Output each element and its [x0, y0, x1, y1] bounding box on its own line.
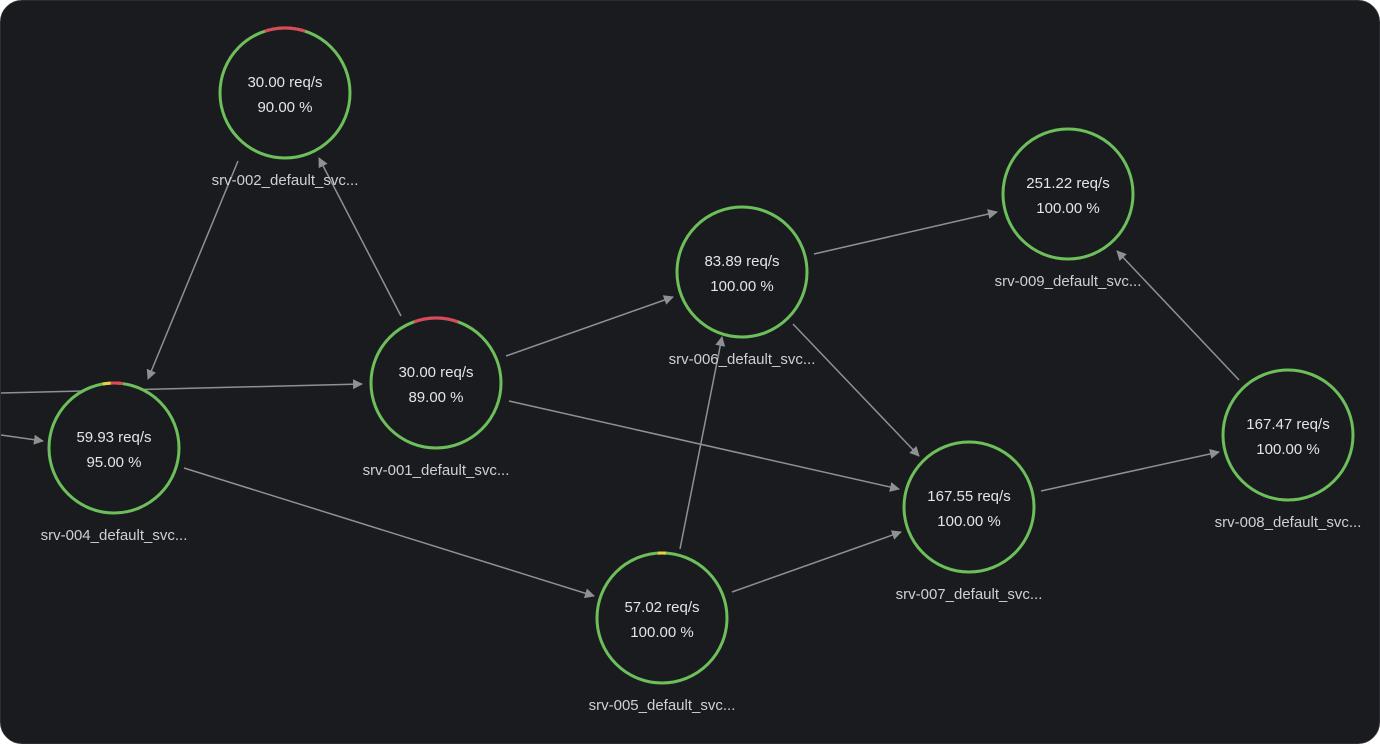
- node-ring-success: [1221, 368, 1355, 502]
- node-service-name: srv-002_default_svc...: [212, 172, 359, 189]
- node-request-rate: 30.00 req/s: [247, 74, 322, 91]
- node-service-name: srv-009_default_svc...: [995, 273, 1142, 290]
- edge-external-lower-to-srv-004[interactable]: [1, 434, 44, 445]
- edge-srv-001-to-srv-006[interactable]: [505, 295, 674, 357]
- node-service-name: srv-005_default_svc...: [589, 697, 736, 714]
- node-ring-success: [1001, 127, 1135, 261]
- node-ring-error: [264, 26, 306, 33]
- node-ring-error: [110, 381, 124, 386]
- node-srv-008[interactable]: 167.47 req/s 100.00 % srv-008_default_svc.…: [1215, 368, 1362, 531]
- node-service-name: srv-008_default_svc...: [1215, 514, 1362, 531]
- edge-srv-001-to-srv-002[interactable]: [318, 157, 402, 317]
- node-success-rate: 100.00 %: [630, 624, 693, 641]
- node-srv-002[interactable]: 30.00 req/s 90.00 % srv-002_default_svc...: [212, 26, 359, 189]
- node-ring-success: [47, 381, 181, 515]
- node-ring-success: [218, 26, 352, 160]
- edge-srv-004-to-srv-005[interactable]: [183, 467, 595, 599]
- nodes-layer: 30.00 req/s 90.00 % srv-002_default_svc...…: [41, 26, 1362, 714]
- node-success-rate: 100.00 %: [1256, 441, 1319, 458]
- node-srv-005[interactable]: 57.02 req/s 100.00 % srv-005_default_svc..…: [589, 551, 736, 714]
- node-success-rate: 100.00 %: [710, 278, 773, 295]
- node-request-rate: 57.02 req/s: [624, 599, 699, 616]
- edge-srv-008-to-srv-009[interactable]: [1116, 250, 1240, 381]
- edge-srv-005-to-srv-006[interactable]: [679, 336, 726, 550]
- edge-srv-001-to-srv-007[interactable]: [508, 400, 900, 492]
- node-ring-error: [413, 316, 459, 324]
- node-ring-warning: [102, 381, 111, 386]
- edge-srv-006-to-srv-007[interactable]: [792, 323, 920, 457]
- node-ring-success: [902, 440, 1036, 574]
- node-success-rate: 95.00 %: [86, 454, 141, 471]
- node-ring-success: [675, 205, 809, 339]
- edge-srv-002-to-srv-004[interactable]: [146, 160, 239, 380]
- node-request-rate: 251.22 req/s: [1026, 175, 1109, 192]
- node-success-rate: 90.00 %: [257, 99, 312, 116]
- node-srv-004[interactable]: 59.93 req/s 95.00 % srv-004_default_svc...: [41, 381, 188, 544]
- edges-layer: [1, 157, 1240, 599]
- node-request-rate: 59.93 req/s: [76, 429, 151, 446]
- node-request-rate: 30.00 req/s: [398, 364, 473, 381]
- edge-external-upper-to-srv-001[interactable]: [1, 379, 363, 394]
- edge-srv-006-to-srv-009[interactable]: [813, 209, 998, 255]
- node-srv-007[interactable]: 167.55 req/s 100.00 % srv-007_default_svc.…: [896, 440, 1043, 603]
- node-ring-success: [595, 551, 729, 685]
- node-srv-009[interactable]: 251.22 req/s 100.00 % srv-009_default_svc.…: [995, 127, 1142, 290]
- node-success-rate: 89.00 %: [408, 389, 463, 406]
- node-ring-success: [369, 316, 503, 450]
- node-srv-006[interactable]: 83.89 req/s 100.00 % srv-006_default_svc..…: [669, 205, 816, 368]
- node-success-rate: 100.00 %: [1036, 200, 1099, 217]
- node-service-name: srv-001_default_svc...: [363, 462, 510, 479]
- node-request-rate: 167.55 req/s: [927, 488, 1010, 505]
- node-srv-001[interactable]: 30.00 req/s 89.00 % srv-001_default_svc...: [363, 316, 510, 479]
- node-service-name: srv-004_default_svc...: [41, 527, 188, 544]
- node-request-rate: 167.47 req/s: [1246, 416, 1329, 433]
- node-service-name: srv-006_default_svc...: [669, 351, 816, 368]
- edge-srv-005-to-srv-007[interactable]: [731, 530, 902, 593]
- node-request-rate: 83.89 req/s: [704, 253, 779, 270]
- node-service-name: srv-007_default_svc...: [896, 586, 1043, 603]
- edge-srv-007-to-srv-008[interactable]: [1040, 449, 1220, 492]
- node-success-rate: 100.00 %: [937, 513, 1000, 530]
